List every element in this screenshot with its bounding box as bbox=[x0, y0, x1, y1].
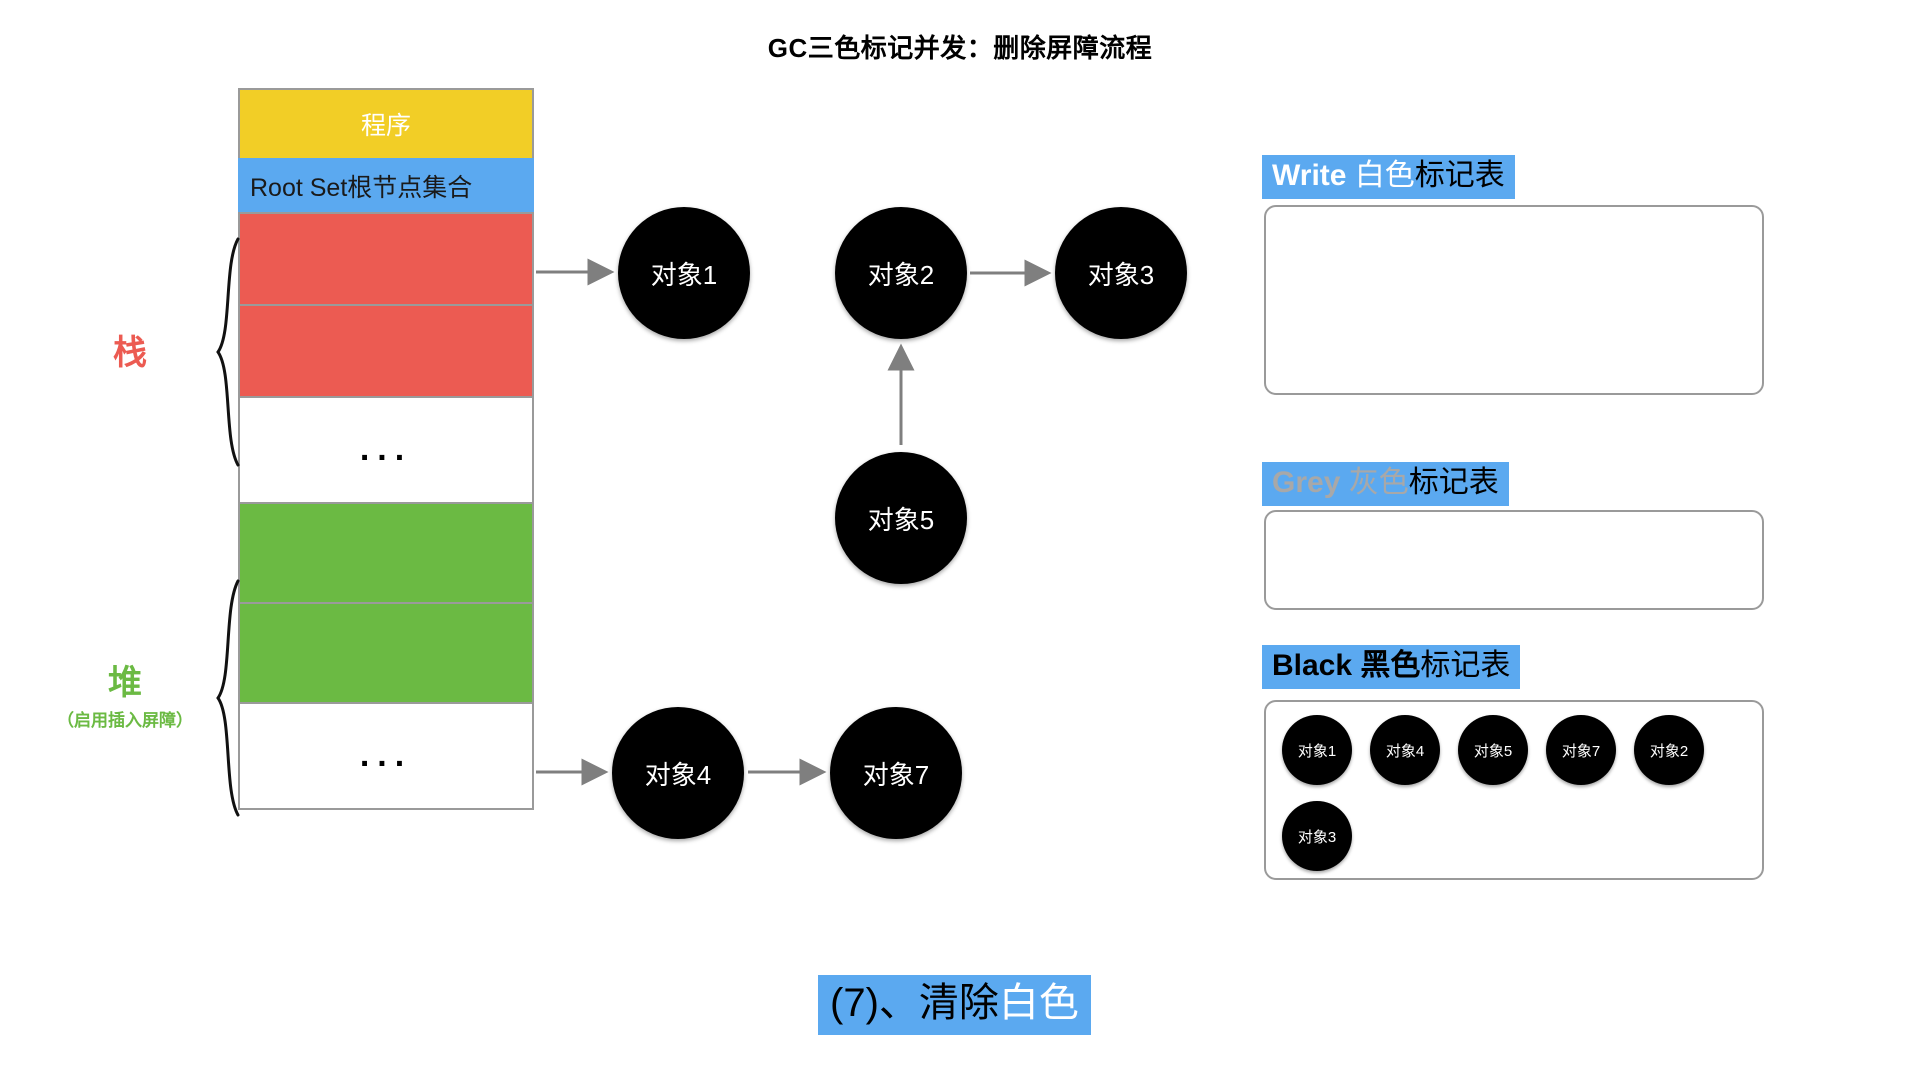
grey-table-title-suffix: 标记表 bbox=[1408, 466, 1499, 499]
white-table-box bbox=[1264, 205, 1764, 395]
white-table-title: Write 白色标记表 bbox=[1262, 155, 1515, 199]
page-title: GC三色标记并发：删除屏障流程 bbox=[767, 33, 1153, 63]
memory-cell-stack-ellipsis: ... bbox=[238, 396, 534, 504]
region-label-stack: 栈 bbox=[60, 325, 200, 374]
step-caption-highlight: 白色 bbox=[998, 981, 1079, 1025]
memory-cell-rootset-label: Root Set根节点集合 bbox=[250, 174, 473, 202]
node-obj3[interactable]: 对象3 bbox=[1055, 207, 1187, 339]
node-obj7-label: 对象7 bbox=[862, 759, 930, 790]
node-obj4-label: 对象4 bbox=[644, 759, 712, 790]
white-table-title-suffix: 标记表 bbox=[1414, 159, 1505, 192]
black-table-chip-label: 对象3 bbox=[1297, 828, 1337, 846]
stack-brace bbox=[212, 236, 244, 468]
node-obj7[interactable]: 对象7 bbox=[830, 707, 962, 839]
memory-cell-stack-1 bbox=[238, 212, 534, 306]
black-table-title-en: Black bbox=[1272, 649, 1353, 682]
node-obj1[interactable]: 对象1 bbox=[618, 207, 750, 339]
node-obj2-label: 对象2 bbox=[867, 259, 935, 290]
region-label-stack-main: 栈 bbox=[113, 334, 147, 372]
memory-cell-program-label: 程序 bbox=[360, 112, 411, 140]
grey-table-title-en: Grey bbox=[1272, 466, 1341, 499]
memory-column: 程序 Root Set根节点集合 ... ... bbox=[238, 88, 534, 810]
black-table-chip-label: 对象4 bbox=[1385, 742, 1425, 760]
black-table-chip[interactable]: 对象7 bbox=[1546, 715, 1616, 785]
node-obj2[interactable]: 对象2 bbox=[835, 207, 967, 339]
black-table-title-color: 黑色 bbox=[1360, 649, 1421, 682]
memory-cell-program: 程序 bbox=[238, 88, 534, 160]
heap-brace bbox=[212, 578, 244, 818]
region-label-heap-main: 堆 bbox=[108, 664, 142, 702]
black-table-chip[interactable]: 对象4 bbox=[1370, 715, 1440, 785]
black-table-chip[interactable]: 对象2 bbox=[1634, 715, 1704, 785]
memory-cell-stack-ellipsis-label: ... bbox=[359, 430, 413, 469]
node-obj4[interactable]: 对象4 bbox=[612, 707, 744, 839]
white-table-title-color: 白色 bbox=[1354, 159, 1415, 192]
black-table-chip-label: 对象1 bbox=[1297, 742, 1337, 760]
memory-cell-heap-ellipsis: ... bbox=[238, 702, 534, 810]
black-table-chip-label: 对象5 bbox=[1473, 742, 1513, 760]
region-label-heap-sub: （启用插入屏障） bbox=[57, 711, 193, 730]
memory-cell-heap-2 bbox=[238, 602, 534, 704]
memory-cell-rootset: Root Set根节点集合 bbox=[238, 158, 534, 214]
black-table-title: Black 黑色标记表 bbox=[1262, 645, 1521, 689]
node-obj5-label: 对象5 bbox=[867, 504, 935, 535]
memory-cell-stack-2 bbox=[238, 304, 534, 398]
step-caption: (7)、清除白色 bbox=[818, 975, 1091, 1035]
node-obj3-label: 对象3 bbox=[1087, 259, 1155, 290]
black-table-title-suffix: 标记表 bbox=[1420, 649, 1511, 682]
black-table-chip-label: 对象2 bbox=[1649, 742, 1689, 760]
grey-table-title-color: 灰色 bbox=[1348, 466, 1409, 499]
grey-table-title: Grey 灰色标记表 bbox=[1262, 462, 1509, 506]
step-caption-prefix: (7)、清除 bbox=[830, 981, 999, 1025]
grey-table-box bbox=[1264, 510, 1764, 610]
white-table-title-en: Write bbox=[1272, 159, 1347, 192]
black-table-chip[interactable]: 对象1 bbox=[1282, 715, 1352, 785]
black-table-chip-label: 对象7 bbox=[1561, 742, 1601, 760]
black-table-chip[interactable]: 对象5 bbox=[1458, 715, 1528, 785]
region-label-heap: 堆 （启用插入屏障） bbox=[30, 655, 220, 731]
node-obj5[interactable]: 对象5 bbox=[835, 452, 967, 584]
memory-cell-heap-1 bbox=[238, 502, 534, 604]
memory-cell-heap-ellipsis-label: ... bbox=[359, 736, 413, 775]
black-table-items: 对象1 对象4 对象5 对象7 对象2 对象3 bbox=[1282, 715, 1748, 871]
node-obj1-label: 对象1 bbox=[650, 259, 718, 290]
black-table-chip[interactable]: 对象3 bbox=[1282, 801, 1352, 871]
